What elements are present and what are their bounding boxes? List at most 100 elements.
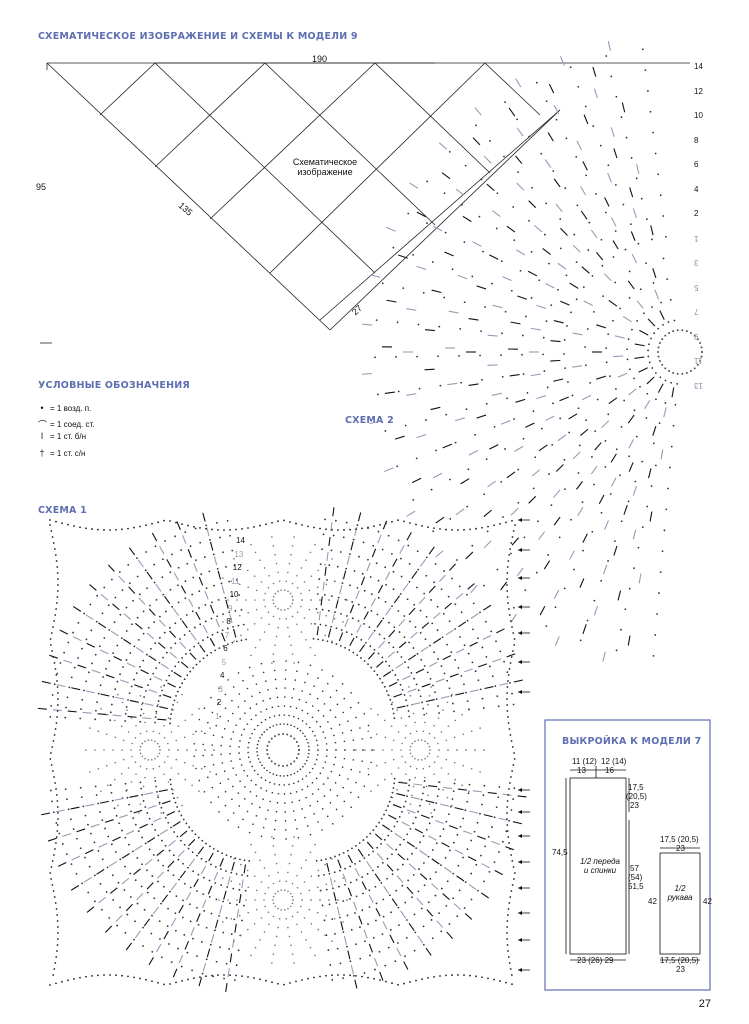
chain-stitch: [225, 962, 228, 965]
stitch-mark: [406, 841, 415, 848]
chain-stitch: [408, 562, 411, 565]
chain-stitch: [700, 346, 703, 349]
chain-stitch: [133, 976, 135, 979]
chain-stitch: [79, 786, 82, 789]
stitch-mark: [572, 332, 583, 336]
stitch-mark: [553, 178, 561, 188]
chain-stitch: [619, 474, 621, 477]
stitch-mark: [140, 669, 149, 675]
chain-stitch: [425, 556, 428, 559]
stitch-mark: [543, 560, 551, 570]
stitch-mark: [438, 574, 446, 582]
chain-stitch: [438, 325, 441, 328]
chain-stitch: [428, 752, 431, 755]
chain-stitch: [217, 702, 220, 704]
chain-stitch: [203, 876, 205, 879]
chain-stitch: [202, 893, 205, 896]
chain-stitch: [545, 202, 548, 205]
chain-stitch: [315, 608, 318, 610]
chain-stitch: [160, 902, 162, 905]
chain-stitch: [665, 508, 668, 511]
chain-stitch: [52, 542, 55, 544]
chain-stitch: [367, 976, 369, 979]
chain-stitch: [286, 764, 289, 767]
chain-stitch: [57, 818, 59, 820]
chain-stitch: [141, 702, 144, 705]
stitch-mark: [469, 641, 478, 647]
arrow-icon: [518, 886, 522, 890]
stitch-mark: [569, 550, 575, 560]
stitch-mark: [516, 182, 525, 191]
chain-stitch: [404, 761, 407, 764]
chain-stitch: [146, 812, 149, 814]
chain-stitch: [310, 622, 313, 625]
chain-stitch: [164, 816, 167, 819]
chain-stitch: [337, 899, 339, 901]
stitch-mark: [559, 56, 565, 66]
chain-stitch: [240, 608, 243, 611]
chain-stitch: [103, 749, 105, 751]
chain-stitch: [411, 896, 413, 899]
chain-stitch: [268, 623, 270, 626]
chain-stitch: [405, 724, 407, 727]
stitch-mark: [517, 295, 528, 300]
chain-stitch: [54, 902, 57, 904]
chain-stitch: [387, 946, 390, 949]
stitch-mark: [162, 694, 172, 699]
chain-stitch: [445, 974, 447, 977]
stitch-mark: [652, 268, 657, 278]
chain-stitch: [426, 755, 429, 758]
chain-stitch: [433, 975, 435, 978]
chain-stitch: [465, 691, 467, 694]
chain-stitch: [325, 914, 328, 917]
chain-stitch: [288, 635, 291, 638]
chain-stitch: [224, 597, 227, 599]
stitch-mark: [454, 807, 464, 811]
chain-stitch: [135, 672, 138, 675]
chain-stitch: [397, 390, 400, 393]
chain-stitch: [52, 656, 55, 658]
chain-stitch: [293, 536, 295, 538]
chain-stitch: [279, 723, 282, 725]
chain-stitch: [102, 676, 105, 678]
stitch-mark: [223, 890, 227, 900]
chain-stitch: [457, 864, 460, 867]
chain-stitch: [437, 788, 440, 791]
chain-stitch: [120, 637, 123, 640]
chain-stitch: [55, 842, 57, 844]
stitch-mark: [392, 804, 402, 809]
stitch-mark: [446, 931, 454, 940]
chain-stitch: [151, 875, 154, 877]
stitch-mark: [85, 803, 95, 807]
chain-stitch: [532, 410, 535, 413]
arrow-icon: [518, 548, 522, 552]
chain-stitch: [52, 854, 55, 856]
chain-stitch: [271, 981, 273, 984]
chain-stitch: [85, 680, 88, 683]
chain-stitch: [316, 611, 319, 614]
stitch-mark: [225, 982, 228, 993]
chain-stitch: [114, 736, 117, 739]
chain-stitch: [267, 911, 270, 914]
chain-stitch: [311, 767, 314, 770]
chain-stitch: [203, 707, 206, 710]
chain-stitch: [257, 740, 260, 742]
stitch-mark: [333, 892, 337, 902]
row-number: 13: [234, 549, 244, 559]
chain-stitch: [219, 946, 221, 948]
chain-stitch: [224, 707, 227, 710]
chain-stitch: [256, 754, 259, 757]
chain-stitch: [313, 685, 315, 687]
arrow-icon: [518, 810, 522, 814]
arrow-icon: [518, 518, 522, 522]
chain-stitch: [272, 899, 274, 901]
chain-stitch: [434, 894, 437, 897]
chain-stitch: [304, 816, 306, 819]
chain-stitch: [238, 914, 241, 917]
chain-stitch: [420, 907, 423, 910]
chain-stitch: [393, 825, 396, 828]
chain-stitch: [404, 901, 407, 904]
chain-stitch: [145, 690, 147, 692]
chain-stitch: [139, 525, 141, 528]
chain-stitch: [406, 795, 408, 798]
